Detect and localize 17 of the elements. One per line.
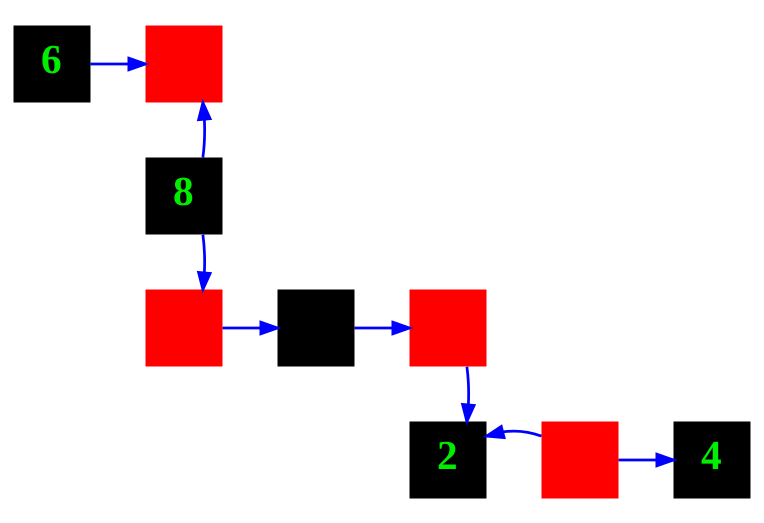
node-box [542,421,618,498]
node-box [278,289,354,366]
node-box: 8 [146,157,222,234]
arrow [90,56,150,72]
arrow [460,366,476,425]
node-box: 6 [14,25,90,102]
arrow [196,98,212,157]
arrow [354,320,414,336]
arrow [618,452,678,468]
arrow [482,424,542,439]
node-box [410,289,486,366]
node-box [146,25,222,102]
node-box: 4 [674,421,750,498]
arrow [222,320,282,336]
arrow [196,234,212,293]
node-box: 2 [410,421,486,498]
node-box [146,289,222,366]
